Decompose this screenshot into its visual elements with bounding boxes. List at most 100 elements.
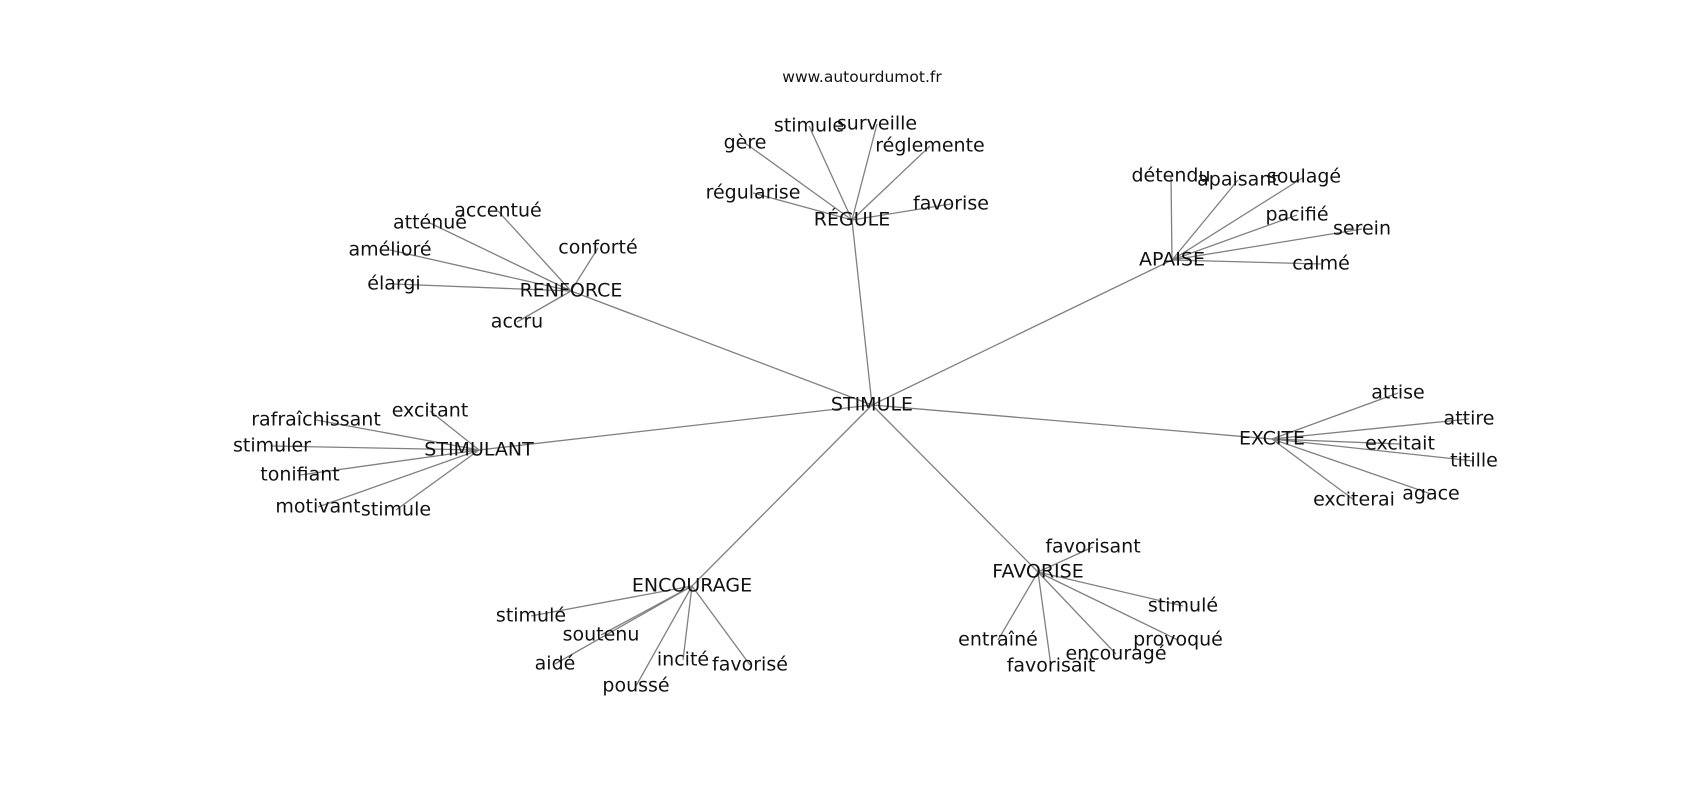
edge-cluster-5-word-4 [682,585,693,661]
edge-cluster-6-word-2 [1037,571,1179,641]
cluster-node-label: RÉGULE [814,208,890,231]
leaf-word-label: serein [1333,218,1391,240]
leaf-word-label: encouragé [1065,643,1166,665]
leaf-word-label: excitant [392,400,469,422]
edge-cluster-2-word-1 [429,222,572,292]
leaf-word-label: calmé [1292,253,1350,275]
edge-cluster-6-word-5 [997,571,1039,641]
edge-cluster-1-word-5 [1171,259,1322,265]
leaf-word-label: aidé [535,653,576,675]
edge-cluster-4-word-5 [1271,438,1355,501]
edge-cluster-3-word-0 [315,419,480,451]
edge-cluster-1-word-3 [1171,214,1298,261]
leaf-word-label: motivant [275,496,360,518]
leaf-word-label: soutenu [563,624,640,646]
leaf-word-label: attire [1444,408,1495,430]
leaf-word-label: exciterai [1313,489,1395,511]
leaf-word-label: apaisant [1197,169,1279,191]
edge-cluster-0-word-5 [851,203,952,221]
edge-center-to-4 [871,404,1273,440]
leaf-word-label: attise [1371,382,1424,404]
cluster-node-label: APAISE [1139,249,1205,271]
leaf-word-label: incité [657,649,709,671]
leaf-word-label: stimulé [1148,595,1218,617]
source-url: www.autourdumot.fr [782,68,942,86]
leaf-word-label: détendu [1131,165,1210,187]
leaf-word-label: soulagé [1267,166,1341,188]
edge-cluster-5-word-5 [691,585,751,666]
edge-cluster-4-word-0 [1271,392,1399,440]
edge-cluster-2-word-2 [389,249,572,292]
edge-center-to-6 [871,404,1039,573]
edge-cluster-2-word-4 [516,290,572,323]
leaf-word-label: rafraîchissant [251,409,381,431]
edge-cluster-6-word-4 [1037,571,1052,667]
edge-cluster-5-word-2 [554,585,693,665]
edge-cluster-0-word-2 [808,125,853,221]
edge-cluster-4-word-3 [1271,438,1475,462]
leaf-word-label: entraîné [958,629,1038,651]
leaf-word-label: favorise [913,193,989,215]
edge-cluster-0-word-0 [752,192,853,221]
edge-center-to-1 [871,259,1173,406]
edge-cluster-2-word-0 [497,210,572,292]
leaf-word-label: accru [491,311,543,333]
leaf-word-label: provoqué [1133,629,1223,651]
edge-cluster-3-word-3 [299,449,480,476]
edge-cluster-4-word-4 [1271,438,1432,495]
leaf-word-label: favorisant [1045,536,1140,558]
edge-cluster-1-word-0 [1170,175,1173,261]
leaf-word-label: excitait [1365,433,1435,455]
edge-cluster-1-word-2 [1171,176,1305,261]
leaf-word-label: pacifié [1265,204,1328,226]
leaf-word-label: favorisait [1007,655,1096,677]
edge-center-to-2 [570,290,873,406]
leaf-word-label: agace [1402,483,1459,505]
leaf-word-label: stimulé [496,605,566,627]
edge-cluster-3-word-1 [429,410,480,451]
leaf-word-label: titille [1450,450,1498,472]
leaf-word-label: élargi [367,273,420,295]
edge-cluster-1-word-4 [1171,228,1363,261]
edge-cluster-1-word-1 [1171,179,1239,261]
leaf-word-label: réglemente [875,135,985,157]
leaf-word-label: gère [724,132,767,154]
edge-cluster-6-word-0 [1037,546,1094,573]
leaf-word-label: stimule [774,115,844,137]
leaf-word-label: accentué [454,200,541,222]
edge-cluster-6-word-1 [1037,571,1184,607]
edges-layer [271,123,1475,687]
labels-layer: STIMULERÉGULErégularisegèrestimulesurvei… [233,113,1498,697]
edge-cluster-3-word-4 [317,449,480,508]
edge-center-to-3 [478,404,873,451]
edge-center-to-5 [691,404,873,587]
edge-cluster-5-word-0 [530,585,693,617]
edge-cluster-0-word-1 [744,142,853,221]
cluster-node-label: ENCOURAGE [632,575,752,597]
leaf-word-label: favorisé [712,654,788,676]
edge-cluster-5-word-3 [635,585,693,687]
edge-cluster-3-word-5 [395,449,480,511]
leaf-word-label: conforté [558,237,637,259]
leaf-word-label: poussé [602,675,669,697]
leaf-word-label: régularise [706,182,801,204]
cluster-node-label: RENFORCE [520,280,623,302]
leaf-word-label: amélioré [348,239,431,261]
edge-cluster-3-word-2 [271,445,480,451]
cluster-node-label: FAVORISE [992,561,1083,583]
edge-cluster-6-word-3 [1037,571,1117,655]
edge-cluster-4-word-1 [1271,418,1470,440]
leaf-word-label: tonifiant [260,464,340,486]
edge-cluster-2-word-5 [570,247,599,292]
edge-cluster-0-word-4 [851,145,931,221]
center-node-label: STIMULE [831,394,913,416]
leaf-word-label: stimule [361,499,431,521]
edge-cluster-2-word-3 [393,283,572,292]
leaf-word-label: stimuler [233,435,311,457]
leaf-word-label: surveille [837,113,917,135]
edge-cluster-4-word-2 [1271,438,1401,445]
edge-center-to-0 [851,219,873,406]
edge-cluster-0-word-3 [851,123,878,221]
